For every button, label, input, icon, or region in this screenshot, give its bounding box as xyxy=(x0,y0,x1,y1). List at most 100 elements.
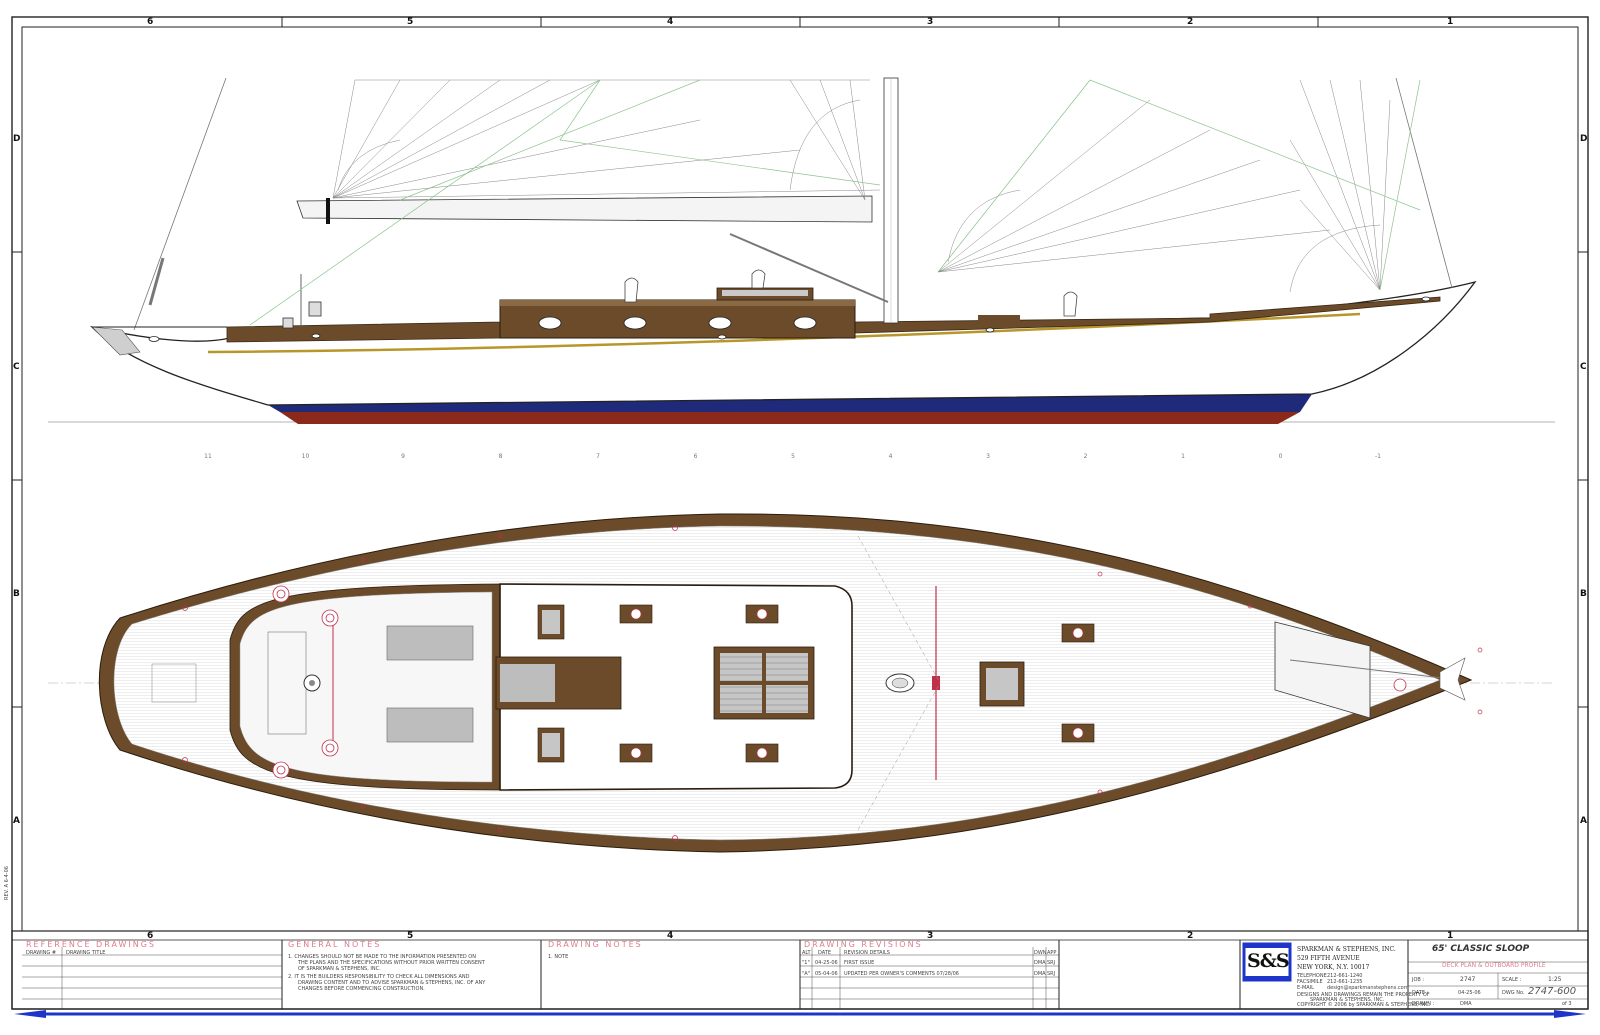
drawing-note-1: 1. NOTE xyxy=(548,954,569,960)
station-label: 4 xyxy=(889,453,893,460)
zone-column-5-bottom: 5 xyxy=(407,931,414,941)
company-logo-text: S&S xyxy=(1247,950,1290,972)
email-value: design@sparkmanstephens.com xyxy=(1327,985,1409,991)
headsail-seams xyxy=(337,79,1391,293)
zone-row-a-left: A xyxy=(13,816,20,826)
bottom-paint xyxy=(280,412,1300,424)
drawing-subtitle: DECK PLAN & OUTBOARD PROFILE xyxy=(1442,962,1546,969)
telephone-value: 212-661-1240 xyxy=(1327,973,1363,979)
station-label: 7 xyxy=(596,453,600,460)
general-note-1: 1. CHANGES SHOULD NOT BE MADE TO THE INF… xyxy=(288,954,476,960)
mainsail-seams xyxy=(332,79,881,201)
sheet-count: of 3 xyxy=(1562,1001,1572,1007)
zone-column-2-bottom: 2 xyxy=(1187,931,1194,941)
telephone-label: TELEPHONE xyxy=(1297,973,1327,979)
general-note-1c: OF SPARKMAN & STEPHENS, INC. xyxy=(298,966,381,972)
company-address-2: NEW YORK, N.Y. 10017 xyxy=(1297,964,1370,971)
station-label: -1 xyxy=(1375,453,1381,460)
date-value: 04-25-06 xyxy=(1458,990,1481,996)
rev-row-date: 04-25-06 xyxy=(815,960,838,966)
zone-column-6-bottom: 6 xyxy=(147,931,154,941)
rev-row-alt: "1" xyxy=(802,960,810,966)
general-note-2: 2. IT IS THE BUILDERS RESPONSIBILITY TO … xyxy=(288,974,470,980)
rev-row-dwn: DMA xyxy=(1034,960,1046,966)
zone-column-4-top: 4 xyxy=(667,17,674,27)
drawing-title: 65' CLASSIC SLOOP xyxy=(1432,944,1530,954)
zone-row-d-right: D xyxy=(1580,134,1588,144)
boot-stripe xyxy=(268,394,1312,412)
company-address-1: 529 FIFTH AVENUE xyxy=(1297,955,1360,962)
deck-fittings xyxy=(182,525,1483,841)
revision-stamp: REV. A 6-4-06 xyxy=(4,866,10,900)
rev-col-dwn: DWN xyxy=(1034,950,1047,956)
company-name: SPARKMAN & STEPHENS, INC. xyxy=(1297,946,1396,953)
reference-drawings-heading: REFERENCE DRAWINGS xyxy=(26,940,157,949)
rev-row-date: 05-04-06 xyxy=(815,971,838,977)
rev-row-details: UPDATED PER OWNER'S COMMENTS 07/28/06 xyxy=(844,971,959,977)
dwg-label: DWG No. xyxy=(1502,990,1525,996)
station-label: 3 xyxy=(986,453,990,460)
cockpit-seat xyxy=(386,625,474,661)
backstay xyxy=(133,77,227,331)
rev-row-app: SRJ xyxy=(1047,971,1056,977)
drawing-notes-heading: DRAWING NOTES xyxy=(548,940,643,949)
zone-column-5-top: 5 xyxy=(407,17,414,27)
ref-col-drawing-title: DRAWING TITLE xyxy=(66,950,106,956)
portholes xyxy=(148,296,1431,342)
dorade-vents xyxy=(624,269,1078,317)
zone-row-c-right: C xyxy=(1580,362,1587,372)
deckhouse-top xyxy=(499,583,853,791)
zone-column-1-top: 1 xyxy=(1447,17,1454,27)
zone-row-d-left: D xyxy=(13,134,21,144)
winches xyxy=(272,585,339,779)
rev-col-alt: ALT xyxy=(802,950,811,956)
zone-row-b-left: B xyxy=(13,589,20,599)
email-label: E-MAIL xyxy=(1297,985,1314,991)
zone-column-2-top: 2 xyxy=(1187,17,1194,27)
scale-value: 1:25 xyxy=(1548,976,1562,983)
station-label: 2 xyxy=(1084,453,1088,460)
station-label: 9 xyxy=(401,453,405,460)
legal-line-2: SPARKMAN & STEPHENS, INC. xyxy=(1310,997,1385,1003)
general-notes-heading: GENERAL NOTES xyxy=(288,940,382,949)
deck-plan xyxy=(48,513,1555,853)
general-note-2c: CHANGES BEFORE COMMENCING CONSTRUCTION. xyxy=(298,986,425,992)
drawing-revisions-heading: DRAWING REVISIONS xyxy=(804,940,923,949)
legal-line-1: DESIGNS AND DRAWINGS REMAIN THE PROPERTY… xyxy=(1297,992,1430,998)
station-label: 5 xyxy=(791,453,795,460)
zone-row-a-right: A xyxy=(1580,816,1587,826)
deckhouse xyxy=(499,299,856,339)
station-label: 8 xyxy=(499,453,503,460)
ref-col-drawing-number: DRAWING # xyxy=(26,950,57,956)
cockpit-seat xyxy=(386,707,474,743)
zone-row-b-right: B xyxy=(1580,589,1587,599)
station-label: 11 xyxy=(204,453,212,460)
legal-line-3: COPYRIGHT © 2006 by SPARKMAN & STEPHENS,… xyxy=(1297,1002,1431,1008)
forestay xyxy=(1395,77,1453,289)
station-label: 10 xyxy=(302,453,310,460)
zone-column-1-bottom: 1 xyxy=(1447,931,1454,941)
rev-row-alt: "A" xyxy=(802,971,811,977)
dwg-number: 2747-600 xyxy=(1528,986,1577,997)
rev-col-app: APP xyxy=(1047,950,1057,956)
general-note-1b: THE PLANS AND THE SPECIFICATIONS WITHOUT… xyxy=(298,960,485,966)
facsimile-value: 212-661-1235 xyxy=(1327,979,1363,985)
outboard-profile xyxy=(48,77,1555,424)
station-label: 1 xyxy=(1181,453,1185,460)
rev-row-app: SRJ xyxy=(1047,960,1056,966)
station-label: 0 xyxy=(1279,453,1283,460)
drawn-label: DRAWN : xyxy=(1412,1001,1435,1007)
title-block xyxy=(11,930,1589,1010)
general-note-2b: DRAWING CONTENT AND TO ADVISE SPARKMAN &… xyxy=(298,980,486,986)
scale-label: SCALE : xyxy=(1502,977,1522,983)
rev-col-date: DATE xyxy=(818,950,832,956)
drawn-value: DMA xyxy=(1460,1001,1472,1007)
date-label: DATE : xyxy=(1412,990,1429,996)
zone-column-4-bottom: 4 xyxy=(667,931,674,941)
rev-row-dwn: DMA xyxy=(1034,971,1046,977)
job-label: JOB : xyxy=(1412,977,1425,983)
zone-column-3-top: 3 xyxy=(927,17,934,27)
facsimile-label: FACSIMILE xyxy=(1297,979,1323,985)
